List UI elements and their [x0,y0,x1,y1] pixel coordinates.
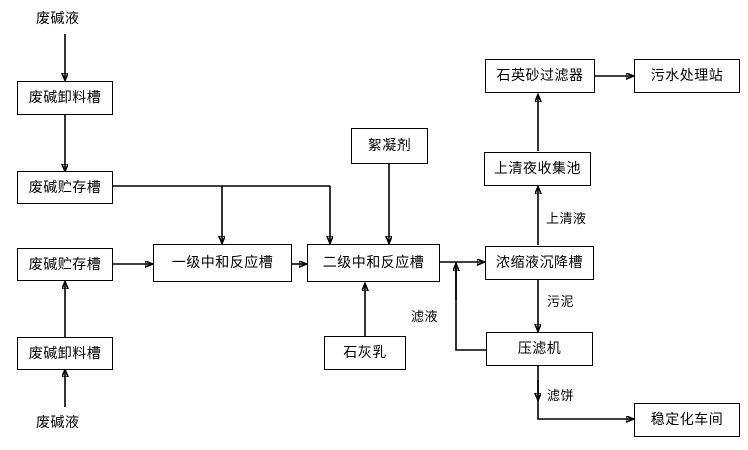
node-flocculant[interactable]: 絮凝剂 [351,128,428,164]
node-stabilization-workshop[interactable]: 稳定化车间 [634,403,740,437]
node-settling-tank[interactable]: 浓缩液沉降槽 [485,246,594,280]
node-filter-press[interactable]: 压滤机 [486,332,593,366]
node-storage-tank-top[interactable]: 废碱贮存槽 [17,171,113,204]
wire-filtrate-return [455,262,487,351]
edge-label-filtrate: 滤液 [410,306,440,325]
node-lime-milk[interactable]: 石灰乳 [324,336,406,370]
label-waste-alkali-top: 废碱液 [36,11,80,27]
node-clarified-liquid-pool[interactable]: 上清夜收集池 [484,152,591,186]
node-neutralize-stage2[interactable]: 二级中和反应槽 [307,244,440,282]
node-storage-tank-bottom[interactable]: 废碱贮存槽 [17,248,113,281]
node-neutralize-stage1[interactable]: 一级中和反应槽 [153,244,292,282]
edge-label-supernatant: 上清液 [545,208,588,227]
label-waste-alkali-bottom: 废碱液 [36,415,80,431]
node-unload-tank-top[interactable]: 废碱卸料槽 [17,81,113,115]
node-sewage-treatment-station[interactable]: 污水处理站 [634,59,740,93]
edge-label-sludge: 污泥 [546,291,576,310]
edge-label-filter-cake: 滤饼 [546,385,576,404]
node-unload-tank-bottom[interactable]: 废碱卸料槽 [17,337,113,370]
node-quartz-sand-filter[interactable]: 石英砂过滤器 [485,59,595,93]
